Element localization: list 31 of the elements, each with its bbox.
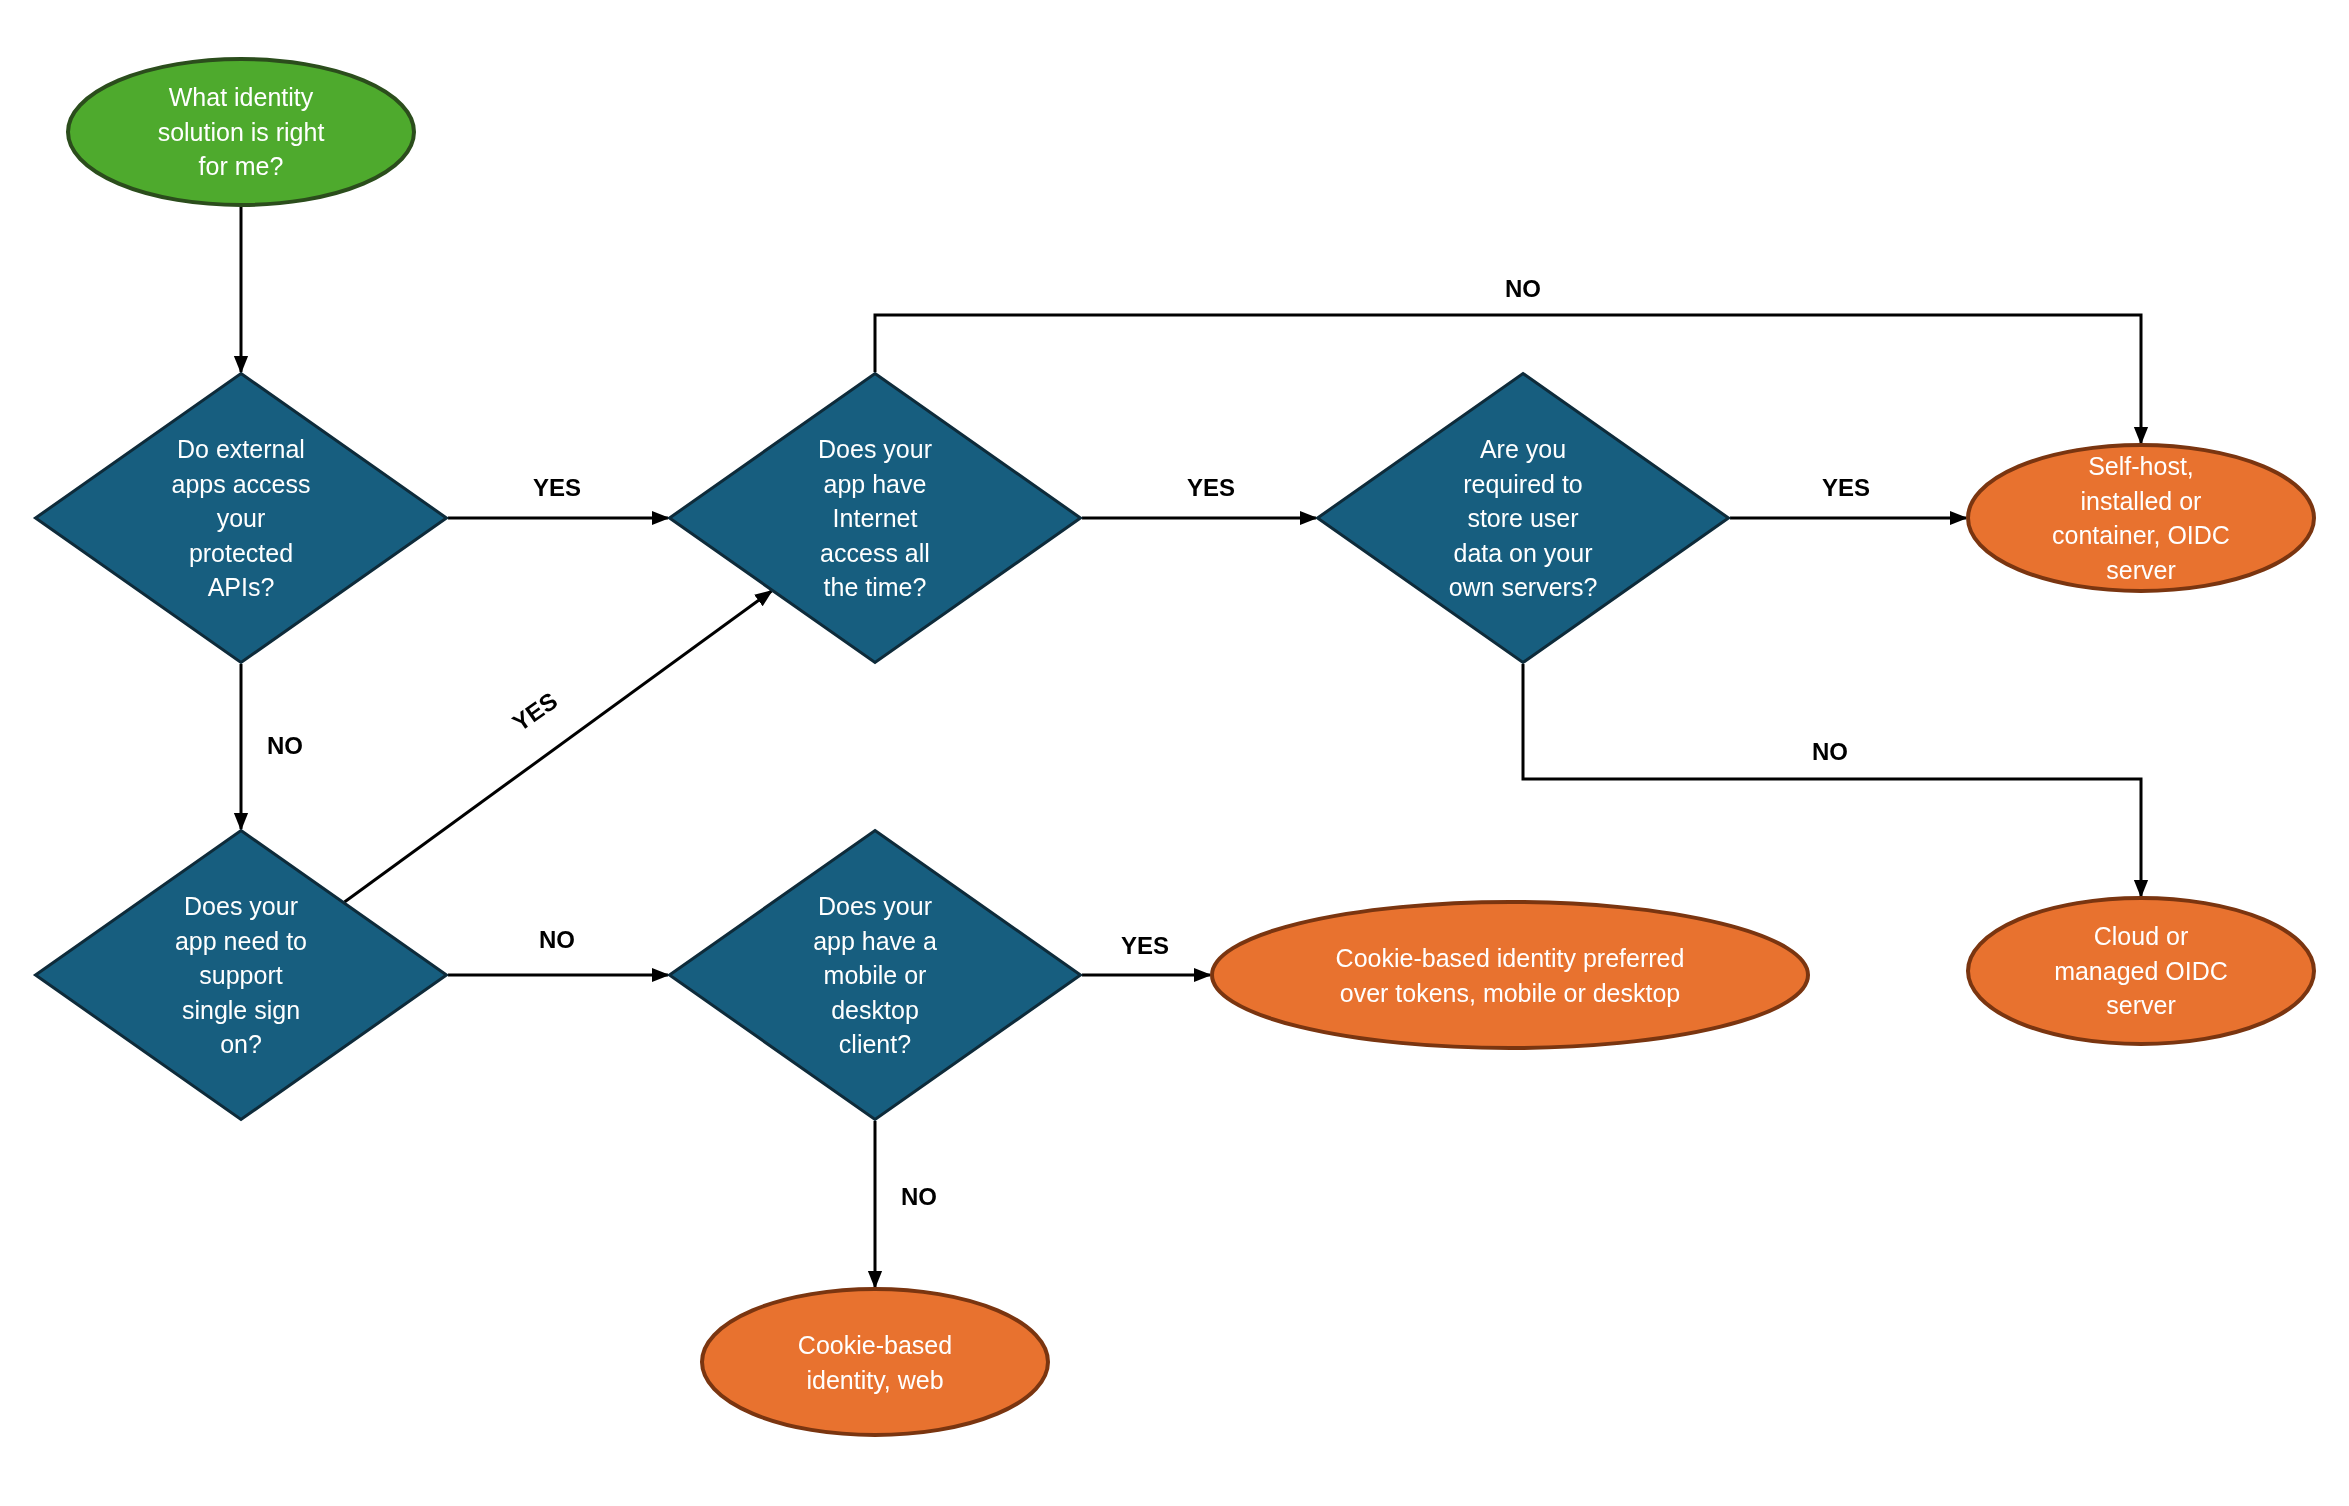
arrow: [448, 510, 670, 526]
arrow: [448, 967, 670, 983]
result-ellipse: [700, 1287, 1050, 1437]
arrow: [233, 207, 249, 374]
node-text: What identity solution is right for me?: [156, 82, 326, 183]
node-text: Cookie-based identity, web: [796, 1329, 954, 1396]
decision-diamond: [34, 372, 448, 664]
result-ellipse: [1210, 900, 1810, 1050]
node-text: Cloud or managed OIDC server: [2053, 921, 2229, 1022]
arrow: [1521, 664, 2149, 898]
start-ellipse: [66, 57, 416, 207]
result-ellipse: [1966, 896, 2316, 1046]
arrow: [1082, 967, 1212, 983]
node-text: Cookie-based identity preferred over tokens, mobile or desktop: [1334, 942, 1686, 1009]
decision-diamond: [668, 372, 1082, 664]
arrow: [867, 1121, 883, 1289]
arrow: [343, 589, 773, 904]
node-text: Does your app have a mobile or desktop client?: [812, 890, 938, 1060]
decision-diamond: [1316, 372, 1730, 664]
node-text: Self-host, installed or container, OIDC server: [2051, 451, 2231, 586]
node-text: Are you required to store user data on your own servers?: [1448, 433, 1598, 603]
arrow: [233, 664, 249, 831]
arrow: [1082, 510, 1318, 526]
node-text: Do external apps access your protected APIs?: [170, 433, 312, 603]
decision-diamond: [34, 829, 448, 1121]
arrow: [873, 313, 2149, 445]
result-ellipse: [1966, 443, 2316, 593]
arrow: [1730, 510, 1968, 526]
decision-diamond: [668, 829, 1082, 1121]
node-text: Does your app have Internet access all the time?: [817, 433, 933, 603]
node-text: Does your app need to support single sign on?: [173, 890, 309, 1060]
